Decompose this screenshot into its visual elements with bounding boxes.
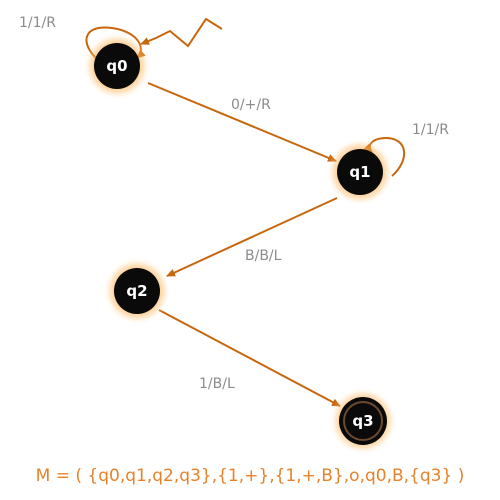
edge-q0-q1 (147, 82, 337, 162)
state-label-q2: q2 (126, 282, 147, 300)
label-q0-q1: 0/+/R (231, 97, 271, 113)
state-q1[interactable]: q1 (326, 138, 394, 206)
label-q2-q3: 1/B/L (199, 376, 235, 392)
edge-q1-q2 (166, 197, 338, 277)
state-q3[interactable]: q3 (329, 387, 397, 455)
label-q1-q2: B/B/L (245, 248, 282, 264)
label-q0-loop: 1/1/R (19, 15, 56, 31)
machine-definition: M = ( {q0,q1,q2,q3},{1,+},{1,+,B},o,q0,B… (35, 466, 465, 486)
state-q0[interactable]: q0 (83, 32, 151, 100)
state-node (94, 43, 140, 89)
start-pointer (140, 17, 223, 48)
state-q2[interactable]: q2 (103, 257, 171, 325)
state-node (337, 149, 383, 195)
state-node (114, 268, 160, 314)
label-q1-loop: 1/1/R (412, 122, 449, 138)
state-label-q3: q3 (352, 412, 373, 430)
final-state-ring (343, 401, 383, 441)
state-node (339, 397, 387, 445)
state-label-q0: q0 (106, 57, 127, 75)
state-label-q1: q1 (349, 163, 370, 181)
edge-q2-q3 (158, 309, 341, 407)
